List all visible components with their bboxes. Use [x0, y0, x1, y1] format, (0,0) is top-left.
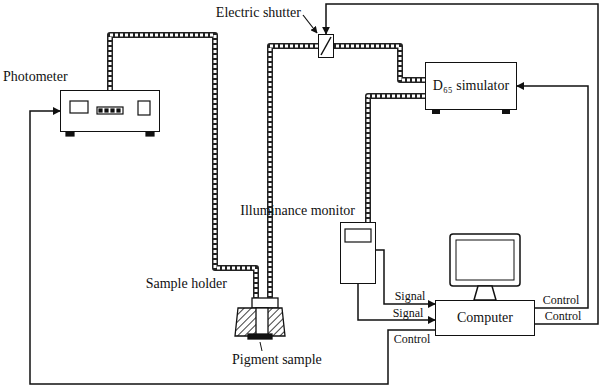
- shutter-symbol: Electric shutter: [318, 34, 334, 58]
- optical-fiber: [270, 46, 318, 298]
- node-label: Sample holder: [146, 276, 227, 292]
- simulator-feet: [432, 110, 510, 114]
- fiber-core: [368, 96, 425, 222]
- leader-line: [303, 15, 317, 33]
- optical-fiber: [110, 35, 256, 298]
- part-label: Pigment sample: [232, 352, 322, 368]
- node-label: Photometer: [3, 69, 68, 85]
- fiber-core: [270, 46, 318, 298]
- simulator-box: D₆₅ simulator: [425, 62, 517, 110]
- fiber-core: [110, 35, 256, 298]
- fiber-sheath: [334, 46, 425, 80]
- fiber-sheath: [270, 46, 318, 298]
- signal-wire: [358, 284, 435, 320]
- signal-wire: [376, 250, 435, 304]
- monitor-display: [345, 229, 371, 242]
- sample-holder-body: [235, 298, 285, 339]
- node-label: Electric shutter: [216, 5, 301, 21]
- wire-path: [358, 284, 435, 320]
- node-label: Illuminance monitor: [240, 203, 355, 219]
- line-label: Control: [393, 333, 432, 345]
- node-label: Computer: [457, 310, 513, 326]
- photometer-box: Photometer: [60, 90, 160, 132]
- monitor-device: Illuminance monitor: [340, 222, 376, 284]
- signal-wire: [326, 4, 598, 324]
- wire-path: [30, 111, 435, 384]
- optical-fiber: [334, 46, 425, 80]
- line-label: Control: [542, 294, 581, 306]
- photometer-details: [66, 101, 154, 136]
- optical-fiber: [368, 96, 425, 222]
- line-label: Control: [544, 310, 583, 322]
- signal-wire: [517, 86, 588, 308]
- line-label: Signal: [394, 290, 427, 302]
- wire-path: [326, 4, 598, 324]
- wire-path: [517, 86, 588, 308]
- signal-wire: [30, 111, 435, 384]
- shutter-blade: [321, 37, 331, 55]
- line-label: Signal: [392, 307, 425, 319]
- computer-screen: [450, 234, 520, 300]
- wire-path: [376, 250, 435, 304]
- fiber-sheath: [110, 35, 256, 298]
- fiber-sheath: [368, 96, 425, 222]
- leader-line: [260, 342, 262, 351]
- fiber-core: [334, 46, 425, 80]
- computer-box: Computer: [435, 300, 535, 336]
- node-label: D₆₅ simulator: [433, 78, 509, 94]
- sample-holder: Sample holder: [235, 298, 285, 340]
